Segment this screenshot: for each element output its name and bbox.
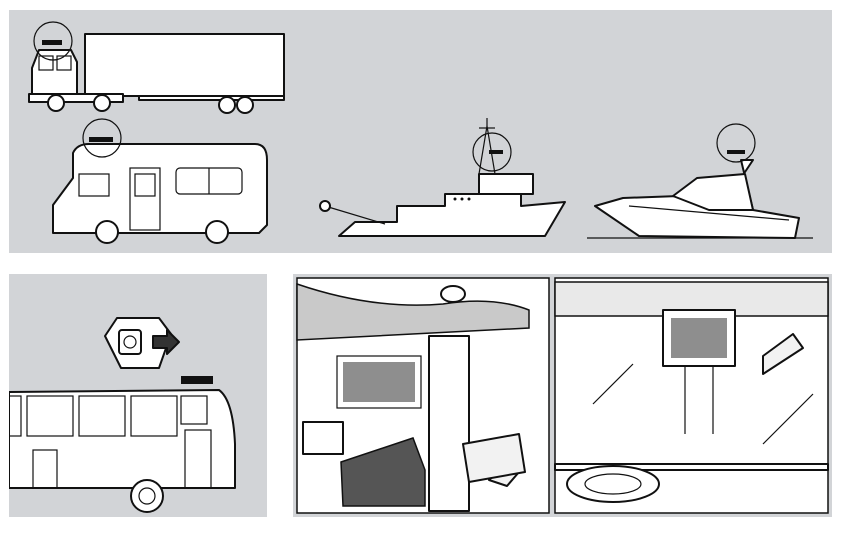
cab-interior [554,277,829,514]
interiors-panel [293,274,832,517]
arrow-icon [762,333,804,375]
highlight-circle-icon [716,123,756,163]
fishing-boat [319,118,566,237]
caravan-interior [296,277,550,514]
motorhome [52,137,268,244]
highlight-circle-icon [33,21,73,61]
motor-yacht [587,150,813,239]
arrow-icon [152,329,180,355]
truck [28,33,285,114]
highlight-circle-icon [472,132,512,172]
satellite-antenna-icon [440,285,466,303]
bus-panel [9,274,267,517]
bus [9,376,236,513]
vehicles-panel [9,10,832,253]
highlight-circle-icon [82,118,122,158]
